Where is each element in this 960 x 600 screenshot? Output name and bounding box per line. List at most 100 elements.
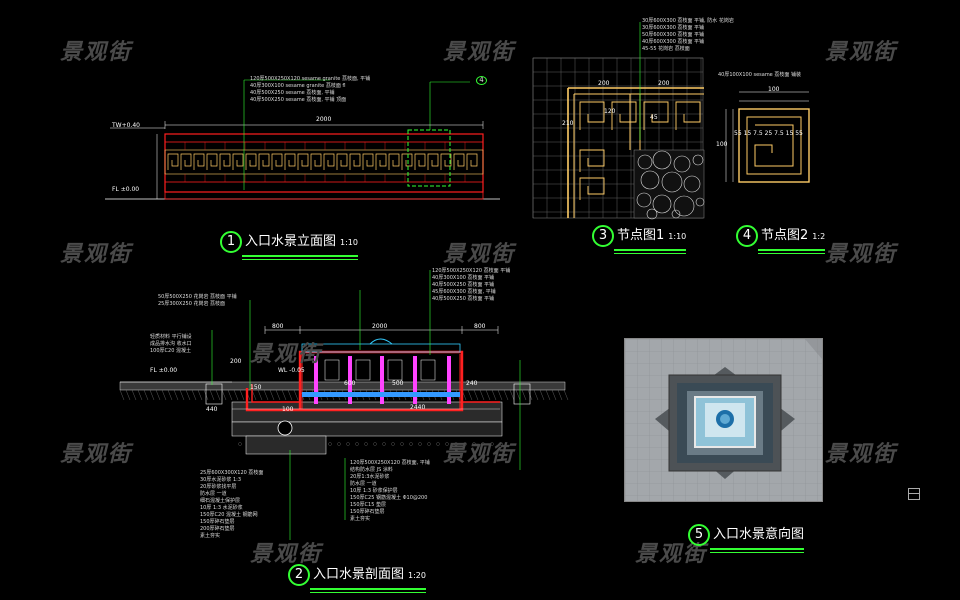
title-scale: 1:10 (668, 232, 687, 241)
node2-dim-value: 15 (743, 130, 752, 137)
title-number: 3 (592, 225, 614, 247)
section-note: 40厚300X100 荔枝面 平铺 (432, 275, 495, 281)
node2-dim-row: 55 15 7.5 25 7.5 15 55 (734, 130, 803, 137)
title-underline (242, 255, 358, 257)
section-note: 40厚500X250 荔枝面 平铺 (432, 296, 495, 302)
section-inner-dim: 150 (250, 384, 262, 391)
node1-dim: 120 (604, 108, 616, 115)
section-dim: 800 (474, 323, 486, 330)
node2-dim-value: 7.5 (774, 130, 784, 137)
node1-drawing (532, 22, 705, 220)
title-underline (242, 259, 358, 260)
section-note: 50厚500X250 花岗岩 荔枝面 平铺 (158, 294, 237, 300)
node2-dim-value: 55 (795, 130, 803, 137)
section-notes-left-2: 轻质材料 平行铺设 成品排水沟 收水口 100厚C20 混凝土 (150, 334, 192, 355)
section-dim: 800 (272, 323, 284, 330)
title-underline (310, 588, 426, 590)
section-note: 成品排水沟 收水口 (150, 341, 192, 347)
section-note: 防水层 一道 (200, 491, 227, 497)
node1-note: 45-55 花岗岩 荔枝面 (642, 46, 690, 52)
title-number: 1 (220, 231, 242, 253)
node1-dim: 200 (658, 80, 670, 87)
title-underline (614, 249, 687, 251)
node1-dim: 45 (650, 114, 658, 121)
node2-drawing (725, 91, 810, 183)
section-inner-dim: 200 (230, 358, 242, 365)
elevation-overall-dim: 2000 (316, 116, 332, 123)
section-note: 45厚600X300 荔枝面, 平铺 (432, 289, 496, 295)
title-number: 4 (736, 225, 758, 247)
title-underline (710, 548, 805, 550)
node2-dim-value: 55 (734, 130, 742, 137)
section-inner-dim: 100 (282, 406, 294, 413)
elevation-level-top: TW+0.40 (112, 122, 140, 129)
title-number: 2 (288, 564, 310, 586)
node1-note: 30厚600X300 荔枝面 平铺, 防水 花岗岩 (642, 18, 734, 24)
node1-note: 40厚600X300 荔枝面 平铺 (642, 39, 705, 45)
section-inner-dim: 500 (392, 380, 404, 387)
section-note: 150厚碎石垫层 (350, 509, 385, 515)
elevation-note: 120厚500X250X120 sesame granite 荔枝面, 平铺 (250, 76, 371, 82)
window-toggle-icon[interactable] (908, 488, 920, 500)
node2-note: 40厚100X100 sesame 荔枝面 铺装 (718, 72, 801, 78)
section-note: 30厚水泥砂浆 1:3 (200, 477, 241, 483)
title-scale: 1:2 (812, 232, 826, 241)
elevation-level-fl: FL ±0.00 (112, 186, 140, 193)
node2-dim-top: 100 (768, 86, 780, 93)
elevation-note: 40厚500X250 sesame 荔枝面, 平铺 (250, 90, 335, 96)
section-note: 25厚600X300X120 荔枝面 (200, 470, 264, 476)
title-underline (710, 552, 805, 553)
section-level-wl: WL -0.05 (278, 367, 305, 374)
section-note: 120厚500X250X120 荔枝面, 平铺 (350, 460, 430, 466)
section-notes-right: 120厚500X250X120 荔枝面 平铺 40厚300X100 荔枝面 平铺… (432, 268, 510, 303)
node2-dim-value: 15 (785, 130, 794, 137)
section-note: 20厚砂浆找平层 (200, 484, 237, 490)
node2-dim-side: 100 (716, 141, 728, 148)
elevation-drawing (105, 79, 500, 200)
title-text: 入口水景剖面图 (313, 567, 405, 582)
section-note: 25厚300X250 花岗岩 荔枝面 (158, 301, 226, 307)
title-underline (758, 253, 826, 254)
section-note: 素土夯实 (200, 533, 221, 539)
node1-note: 30厚600X300 荔枝面 平铺 (642, 25, 705, 31)
section-note: 结构防水层 JS 涂料 (350, 467, 393, 473)
section-note: 10厚 1:3 砂浆保护层 (350, 488, 398, 494)
section-note: 150厚C20 混凝土 钢筋网 (200, 512, 258, 518)
node1-dim: 200 (598, 80, 610, 87)
section-inner-dim: 440 (206, 406, 218, 413)
node2-dim-value: 25 (764, 130, 773, 137)
section-inner-dim: 600 (344, 380, 356, 387)
section-inner-dim: 2440 (410, 404, 426, 411)
title-underline (614, 253, 687, 254)
section-note: 40厚500X250 荔枝面 平铺 (432, 282, 495, 288)
elevation-note: 40厚500X250 sesame 荔枝面, 平铺 顶面 (250, 97, 347, 103)
elevation-notes: 120厚500X250X120 sesame granite 荔枝面, 平铺 4… (250, 76, 370, 104)
section-inner-dim: 240 (466, 380, 478, 387)
section-note: 120厚500X250X120 荔枝面 平铺 (432, 268, 511, 274)
section-note: 防水层 一道 (350, 481, 377, 487)
title-text: 入口水景意向图 (713, 527, 805, 542)
title-text: 入口水景立面图 (245, 234, 337, 249)
title-scale: 1:10 (340, 238, 358, 247)
title-underline (310, 592, 426, 593)
fountain-render-graphic (625, 339, 822, 501)
elevation-callout-number: 4 (476, 76, 487, 85)
section-note: 素土夯实 (350, 516, 371, 522)
section-dim: 2000 (372, 323, 388, 330)
section-note: 100厚C20 混凝土 (150, 348, 191, 354)
section-note: 200厚碎石垫层 (200, 526, 235, 532)
section-note: 150厚C15 垫层 (350, 502, 386, 508)
section-level-fl: FL ±0.00 (150, 367, 178, 374)
section-note: 10厚 1:3 水泥砂浆 (200, 505, 243, 511)
title-scale: 1:20 (408, 571, 426, 580)
node1-note: 50厚600X300 荔枝面 平铺 (642, 32, 705, 38)
title-text: 节点图2 (761, 228, 809, 243)
node1-dim: 210 (562, 120, 574, 127)
node2-dim-value: 7.5 (753, 130, 763, 137)
